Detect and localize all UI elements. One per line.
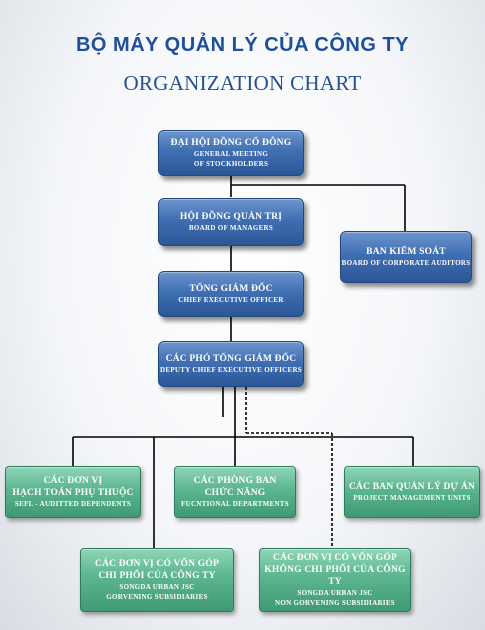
node-label-vn: HỘI ĐỒNG QUẢN TRỊ — [179, 212, 283, 222]
node-label-en: BOARD OF CORPORATE AUDITORS — [341, 259, 471, 267]
node-label-vn: CHI PHỐI CỦA CÔNG TY — [98, 571, 216, 581]
node-label-en: GORVENING SUBSIDIARIES — [106, 593, 208, 601]
node-label-en: GENERAL MEETING — [193, 150, 269, 158]
node-label-vn: TỔNG GIÁM ĐỐC — [189, 284, 273, 294]
page-title-english: ORGANIZATION CHART — [123, 71, 362, 95]
node-non-governing-subsidiaries: CÁC ĐƠN VỊ CÓ VỐN GÓP KHÔNG CHI PHỐI CỦA… — [259, 548, 411, 612]
node-board-of-corporate-auditors: BAN KIỂM SOÁT BOARD OF CORPORATE AUDITOR… — [340, 231, 472, 283]
node-label-vn: KHÔNG CHI PHỐI CỦA CÔNG TY — [264, 565, 406, 587]
node-label-vn: CÁC PHÒNG BAN — [193, 476, 277, 486]
node-general-meeting-stockholders: ĐẠI HỘI ĐỒNG CỔ ĐÔNG GENERAL MEETING OF … — [158, 130, 304, 176]
node-label-en: NON GORVENING SUBSIDIARIES — [275, 599, 395, 607]
node-label-vn: CÁC BAN QUẢN LÝ DỰ ÁN — [348, 482, 476, 492]
node-chief-executive-officer: TỔNG GIÁM ĐỐC CHIEF EXECUTIVE OFFICER — [158, 271, 304, 317]
node-label-en: SONGDA URBAN JSC — [297, 589, 373, 597]
node-label-vn: HẠCH TOÁN PHỤ THUỘC — [12, 488, 134, 498]
node-label-en: FUCNTIONAL DEPARTMENTS — [181, 500, 289, 508]
node-label-en: PROJECT MANAGEMENT UNITS — [353, 494, 471, 502]
node-label-en: OF STOCKHOLDERS — [193, 160, 269, 168]
node-label-vn: CHỨC NĂNG — [204, 488, 266, 498]
node-board-of-managers: HỘI ĐỒNG QUẢN TRỊ BOARD OF MANAGERS — [158, 198, 304, 246]
node-deputy-chief-executive-officers: CÁC PHÓ TỔNG GIÁM ĐỐC DEPUTY CHIEF EXECU… — [158, 341, 304, 387]
node-label-en: BOARD OF MANAGERS — [188, 224, 274, 232]
node-label-en: DEPUTY CHIEF EXECUTIVE OFFICERS — [160, 366, 302, 374]
node-functional-departments: CÁC PHÒNG BAN CHỨC NĂNG FUCNTIONAL DEPAR… — [174, 466, 296, 518]
node-label-vn: CÁC ĐƠN VỊ CÓ VỐN GÓP — [273, 553, 397, 563]
node-label-vn: ĐẠI HỘI ĐỒNG CỔ ĐÔNG — [170, 138, 292, 148]
node-label-vn: BAN KIỂM SOÁT — [366, 247, 446, 257]
node-label-en: SONGDA URBAN JSC — [119, 583, 195, 591]
node-governing-subsidiaries: CÁC ĐƠN VỊ CÓ VỐN GÓP CHI PHỐI CỦA CÔNG … — [80, 548, 234, 612]
page-title-vietnamese: BỘ MÁY QUẢN LÝ CỦA CÔNG TY — [75, 34, 409, 56]
node-label-vn: CÁC ĐƠN VỊ CÓ VỐN GÓP — [95, 559, 219, 569]
node-self-audited-dependents: CÁC ĐƠN VỊ HẠCH TOÁN PHỤ THUỘC SEFL - AU… — [5, 466, 141, 518]
node-label-vn: CÁC PHÓ TỔNG GIÁM ĐỐC — [165, 354, 297, 364]
node-label-en: CHIEF EXECUTIVE OFFICER — [178, 296, 284, 304]
node-label-vn: CÁC ĐƠN VỊ — [43, 476, 103, 486]
node-project-management-units: CÁC BAN QUẢN LÝ DỰ ÁN PROJECT MANAGEMENT… — [344, 466, 480, 518]
node-label-en: SEFL - AUDITTED DEPENDENTS — [14, 500, 132, 508]
